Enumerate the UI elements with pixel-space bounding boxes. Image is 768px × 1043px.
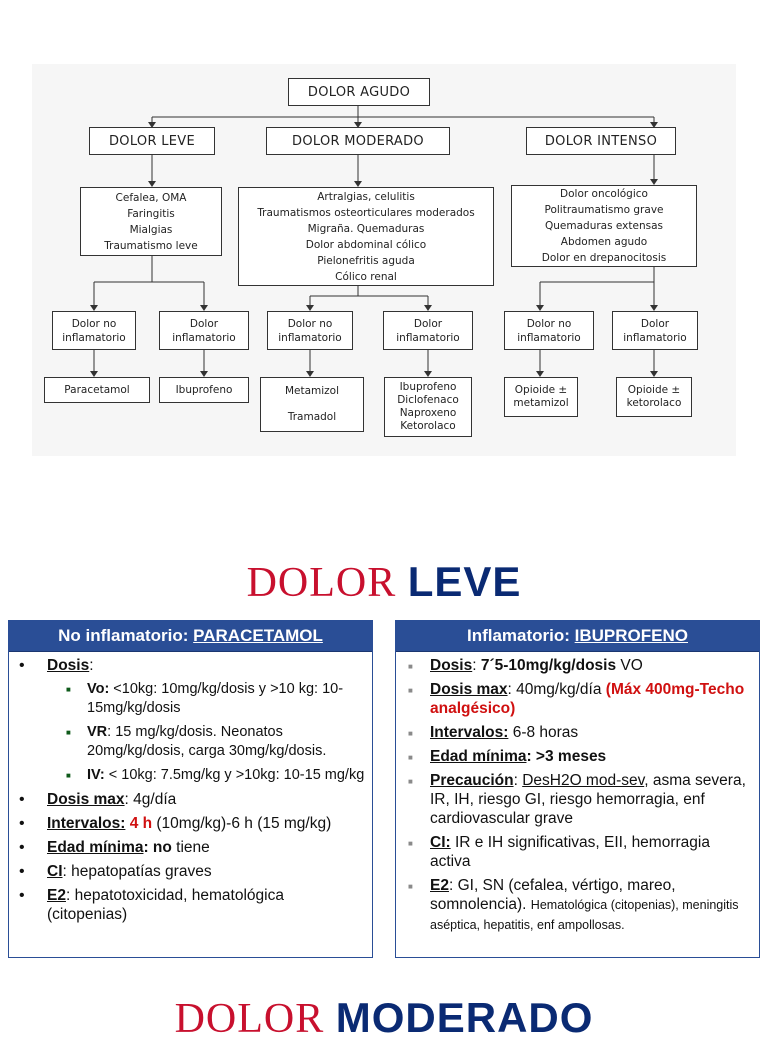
list-item: Dosis: 7´5-10mg/kg/dosis VO [402,656,753,676]
list-item: Dosis max: 40mg/kg/día (Máx 400mg-Techo … [402,680,753,718]
branch-intenso-no-inflamatorio: Dolor no inflamatorio [504,311,594,350]
conditions-leve: Cefalea, OMA Faringitis Mialgias Traumat… [80,187,222,256]
panel-header-ibuprofeno: Inflamatorio: IBUPROFENO [396,621,759,652]
drug-paracetamol: Paracetamol [44,377,150,403]
drug-opioide-metamizol: Opioide ± metamizol [504,377,578,417]
branch-moderado-inflamatorio: Dolor inflamatorio [383,311,473,350]
panel-body-paracetamol: Dosis: Vo: <10kg: 10mg/kg/dosis y >10 kg… [9,652,372,924]
list-item: Dosis: [15,656,366,675]
level-node-moderado: DOLOR MODERADO [266,127,450,155]
list-item: E2: GI, SN (cefalea, vértigo, mareo, som… [402,876,753,935]
list-subitem: VR: 15 mg/kg/dosis. Neonatos 20mg/kg/dos… [15,723,366,761]
section-title-dolor-leve: DOLOR LEVE [246,558,522,606]
conditions-intenso: Dolor oncológico Politraumatismo grave Q… [511,185,697,267]
list-item: CI: hepatopatías graves [15,862,366,881]
list-item: E2: hepatotoxicidad, hematológica (citop… [15,886,366,924]
branch-moderado-no-inflamatorio: Dolor no inflamatorio [267,311,353,350]
level-node-leve: DOLOR LEVE [89,127,215,155]
drug-aines-moderado: Ibuprofeno Diclofenaco Naproxeno Ketorol… [384,377,472,437]
drug-ibuprofeno-leve: Ibuprofeno [159,377,249,403]
list-item: Edad mínima: >3 meses [402,747,753,767]
list-subitem: IV: < 10kg: 7.5mg/kg y >10kg: 10-15 mg/k… [15,766,366,785]
branch-leve-no-inflamatorio: Dolor no inflamatorio [52,311,136,350]
level-node-intenso: DOLOR INTENSO [526,127,676,155]
flowchart-connectors [90,106,658,377]
conditions-moderado: Artralgias, celulitis Traumatismos osteo… [238,187,494,286]
branch-intenso-inflamatorio: Dolor inflamatorio [612,311,698,350]
section-title-dolor-moderado: DOLOR MODERADO [174,994,594,1042]
list-subitem: Vo: <10kg: 10mg/kg/dosis y >10 kg: 10-15… [15,680,366,718]
panel-paracetamol: No inflamatorio: PARACETAMOL Dosis: Vo: … [8,620,373,958]
panel-ibuprofeno: Inflamatorio: IBUPROFENO Dosis: 7´5-10mg… [395,620,760,958]
list-item: Edad mínima: no tiene [15,838,366,857]
list-item: Intervalos: 6-8 horas [402,723,753,743]
drug-opioide-ketorolaco: Opioide ± ketorolaco [616,377,692,417]
root-node: DOLOR AGUDO [288,78,430,106]
panel-body-ibuprofeno: Dosis: 7´5-10mg/kg/dosis VO Dosis max: 4… [396,652,759,935]
list-item: Precaución: DesH2O mod-sev, asma severa,… [402,771,753,828]
list-item: CI: IR e IH significativas, EII, hemorra… [402,833,753,871]
list-item: Dosis max: 4g/día [15,790,366,809]
list-item: Intervalos: 4 h (10mg/kg)-6 h (15 mg/kg) [15,814,366,833]
drug-metamizol-tramadol: Metamizol Tramadol [260,377,364,432]
flowchart: DOLOR AGUDO DOLOR LEVE DOLOR MODERADO DO… [32,64,736,456]
panel-header-paracetamol: No inflamatorio: PARACETAMOL [9,621,372,652]
branch-leve-inflamatorio: Dolor inflamatorio [159,311,249,350]
